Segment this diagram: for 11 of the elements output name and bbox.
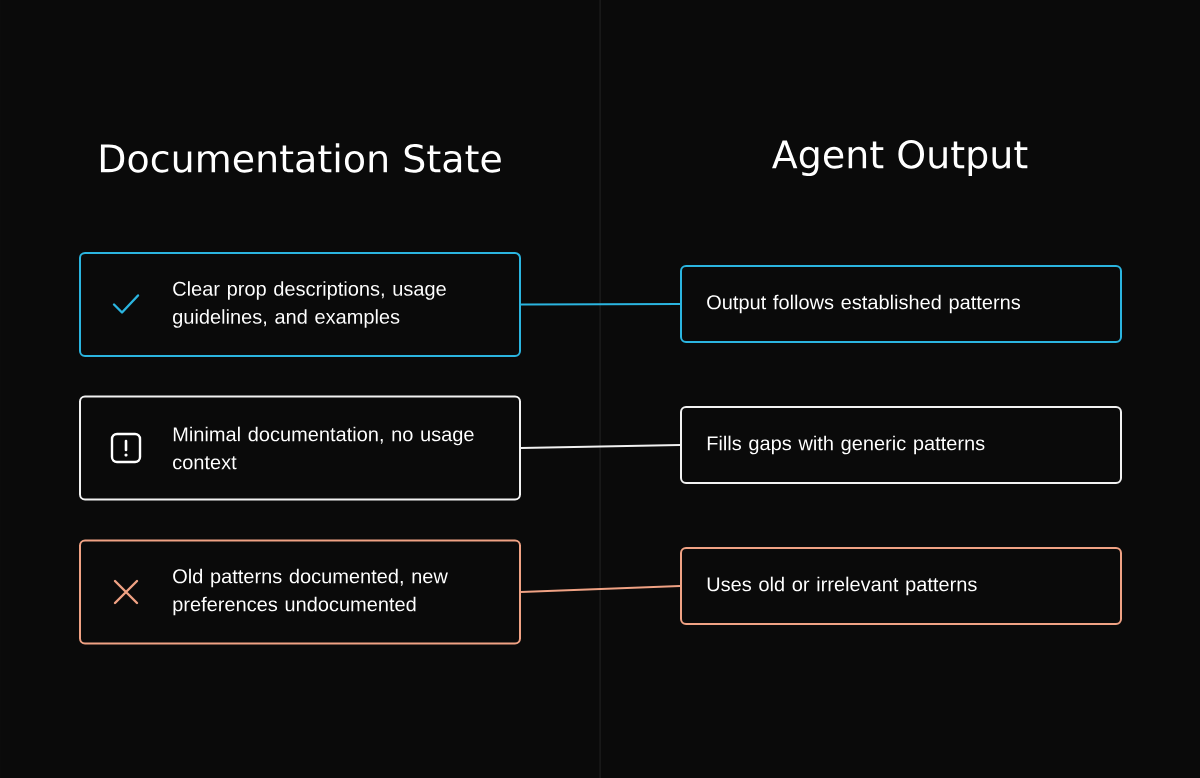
connector-line (520, 585, 681, 593)
text-box: Old patterns documented, new preferences undocumented (79, 539, 521, 645)
text-box: Output follows established patterns (680, 265, 1122, 343)
column-heading: Documentation State (100, 143, 501, 173)
text-box: Minimal documentation, no usage context (79, 395, 521, 501)
column-heading: Agent Output (772, 139, 1028, 177)
connector-line (520, 444, 681, 449)
text-box: Uses old or irrelevant patterns (680, 547, 1122, 625)
text-box: Clear prop descriptions, usage guidelines, and examples (79, 252, 521, 357)
text-box: Fills gaps with generic patterns (680, 406, 1122, 484)
connector-line (520, 303, 681, 306)
